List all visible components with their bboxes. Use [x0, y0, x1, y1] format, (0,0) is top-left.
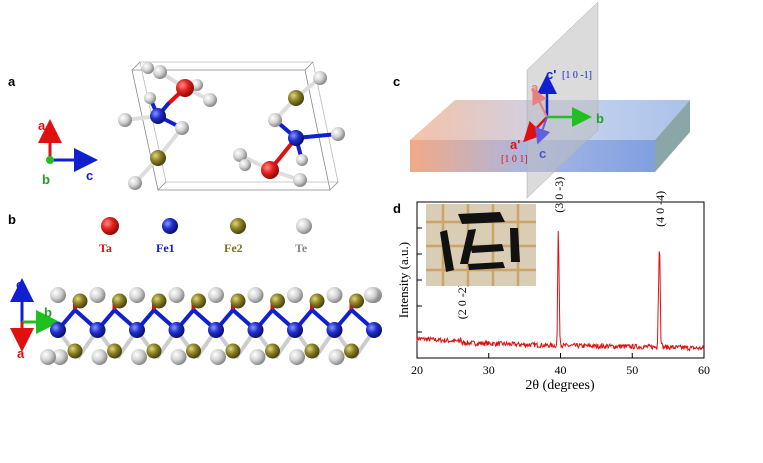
cleavage-plane: [526, 1, 599, 199]
x-tick-label: 60: [698, 363, 710, 377]
legend: Ta Fe1 Fe2 Te: [99, 217, 312, 255]
x-tick-label: 50: [626, 363, 638, 377]
a-prime-index: [1 0 1]: [501, 154, 528, 165]
te-atom: [210, 349, 226, 365]
te-atom: [50, 287, 66, 303]
peak-labels: (2 0 -2) (3 0 -3) (4 0 -4): [455, 177, 667, 319]
unit-cell: [131, 61, 339, 191]
te-atom: [287, 287, 303, 303]
axis-c-label: c: [86, 168, 93, 183]
panel-b: b Ta Fe1 Fe2 Te c b a: [8, 212, 382, 365]
te-atom: [328, 349, 345, 365]
fe1-atom: [168, 322, 185, 338]
fe2-atom: [186, 343, 201, 359]
panel-c-axes: c' [1 0 -1] a b c a' [1 0 1]: [501, 67, 604, 165]
a-prime-label: a': [510, 137, 520, 152]
panel-d-label: d: [393, 201, 401, 216]
peak-label: (2 0 -2): [455, 283, 469, 319]
c-prime-index: [1 0 -1]: [562, 70, 592, 81]
fe2-atom: [270, 293, 285, 309]
te-atom: [129, 287, 145, 303]
b-axis-b-label: b: [44, 305, 52, 320]
fe1-atom: [366, 322, 382, 338]
te-atom: [89, 287, 106, 303]
te-atom: [247, 287, 264, 303]
axis-b-label: b: [42, 172, 50, 187]
te-atom: [208, 287, 224, 303]
cell-bonds: [123, 70, 340, 185]
fe2-atom: [146, 343, 162, 359]
c-axis-a-label: a: [531, 80, 539, 95]
fe2-atom: [265, 343, 280, 359]
te-atom: [168, 287, 185, 303]
x-ticks: 20 30 40 50 60: [411, 353, 710, 377]
te-atom: [131, 349, 147, 365]
te-atom: [326, 287, 343, 303]
fe2-atom: [230, 293, 246, 309]
fe2-atom: [72, 293, 88, 309]
te-atom: [170, 349, 187, 365]
fe2-atom: [191, 293, 206, 309]
legend-ta-marker: [101, 217, 119, 235]
axis-a-label: a: [38, 118, 46, 133]
b-axis-a-label: a: [17, 346, 25, 361]
legend-fe2-label: Fe2: [224, 241, 243, 255]
legend-ta-label: Ta: [99, 241, 112, 255]
crystal-photo-inset: [426, 204, 536, 286]
te-atom: [40, 349, 56, 365]
panel-a: a a b c: [8, 61, 345, 191]
te-atom: [289, 349, 305, 365]
legend-fe1-label: Fe1: [156, 241, 175, 255]
fe2-atom: [309, 293, 325, 309]
fe1-atom: [247, 322, 264, 338]
peak-label: (3 0 -3): [552, 177, 566, 213]
xrd-series-line: [416, 230, 705, 352]
fe1-atom: [326, 322, 343, 338]
fe2-atom: [151, 293, 167, 309]
cell-atoms: [118, 62, 345, 190]
panel-b-label: b: [8, 212, 16, 227]
fe2-atom: [344, 343, 359, 359]
te-atom: [249, 349, 266, 365]
fe1-atom: [208, 322, 224, 338]
legend-te-label: Te: [295, 241, 308, 255]
c-axis-b-label: b: [596, 111, 604, 126]
c-prime-label: c': [546, 67, 556, 82]
fe2-atom: [349, 293, 364, 309]
x-tick-label: 30: [483, 363, 495, 377]
te-atom: [364, 287, 380, 303]
fe2-atom: [107, 343, 122, 359]
fe2-atom: [304, 343, 320, 359]
peak-label: (4 0 -4): [653, 191, 667, 227]
fe2-atom: [112, 293, 127, 309]
panel-a-label: a: [8, 74, 16, 89]
panel-b-axis-triad: c b a: [10, 277, 60, 361]
fe2-atom: [67, 343, 83, 359]
te-atom: [52, 349, 68, 365]
panel-c: c c' [1 0 -1] a b c a' [1 0 1]: [393, 1, 690, 199]
c-axis-c-label: c: [539, 146, 546, 161]
fe1-atom: [89, 322, 106, 338]
fe1-atom: [129, 322, 145, 338]
x-axis-label: 2θ (degrees): [525, 378, 595, 393]
panel-a-axis-triad: a b c: [38, 118, 98, 187]
y-ticks: [417, 227, 422, 333]
legend-fe1-marker: [162, 218, 178, 234]
legend-fe2-marker: [230, 218, 246, 234]
atom-chain: [40, 287, 382, 365]
te-atom: [91, 349, 108, 365]
b-axis-c-label: c: [16, 277, 23, 292]
panel-c-label: c: [393, 74, 400, 89]
y-axis-label: Intensity (a.u.): [396, 242, 411, 318]
fe2-atom: [225, 343, 241, 359]
panel-d: d 20 30 40 50 60 (2 0 -2) (3 0 -3) (4 0 -4) 2θ…: [393, 177, 710, 393]
x-tick-label: 20: [411, 363, 423, 377]
x-tick-label: 40: [555, 363, 567, 377]
fe1-atom: [287, 322, 303, 338]
legend-te-marker: [296, 218, 312, 234]
fe1-atom: [50, 322, 66, 338]
